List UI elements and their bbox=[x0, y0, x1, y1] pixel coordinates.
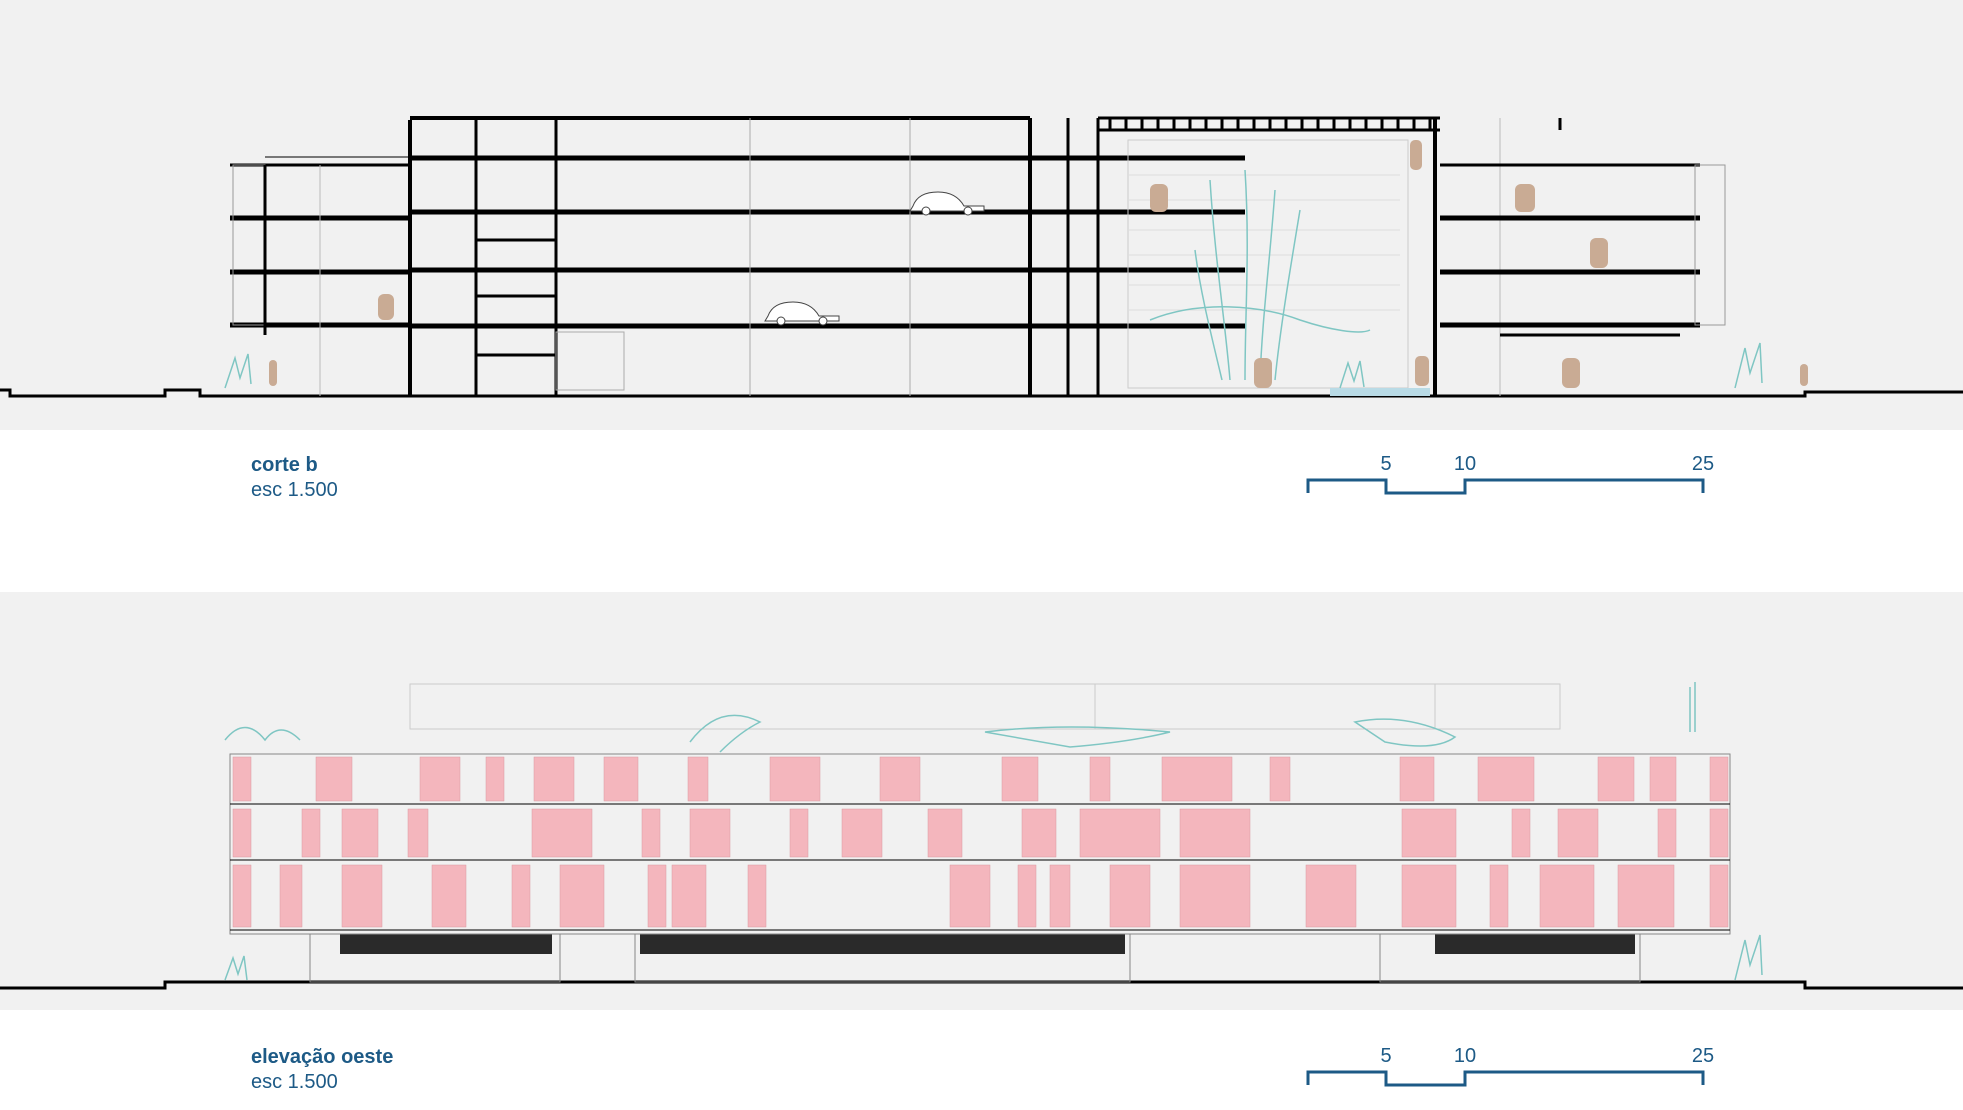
scalebar-label-5: 5 bbox=[1380, 453, 1391, 475]
vegetation bbox=[224, 342, 1763, 389]
scalebar-label-25: 25 bbox=[1692, 1045, 1714, 1067]
section-drawing bbox=[0, 116, 1963, 398]
scalebar-label-10: 10 bbox=[1454, 453, 1476, 475]
section-title: corte b bbox=[251, 454, 318, 476]
elevation-drawing bbox=[0, 682, 1963, 990]
elevation-scale: esc 1.500 bbox=[251, 1071, 338, 1093]
right-wing bbox=[1433, 118, 1726, 396]
ground-line bbox=[0, 388, 1963, 398]
section-scalebar: 5 10 25 bbox=[1306, 453, 1714, 495]
roof-vegetation bbox=[224, 682, 1696, 753]
elevation-title: elevação oeste bbox=[251, 1046, 394, 1068]
section-background bbox=[0, 0, 1963, 430]
elevation-caption: elevação oeste esc 1.500 bbox=[251, 1045, 393, 1095]
section-caption: corte b esc 1.500 bbox=[251, 453, 338, 503]
ground-floor-glazing bbox=[340, 934, 1635, 954]
scalebar-label-25: 25 bbox=[1692, 453, 1714, 475]
central-block bbox=[410, 116, 1245, 396]
section-scale: esc 1.500 bbox=[251, 479, 338, 501]
left-wing bbox=[230, 120, 412, 396]
car-icon bbox=[764, 301, 840, 326]
roof-lines bbox=[409, 683, 1561, 730]
people-figures bbox=[269, 140, 1808, 388]
shutters bbox=[232, 756, 1729, 928]
atrium bbox=[1098, 116, 1440, 396]
ground-line bbox=[0, 980, 1963, 990]
ground-floor-frames bbox=[309, 933, 1641, 983]
scalebar-label-5: 5 bbox=[1380, 1045, 1391, 1067]
elevation-scalebar: 5 10 25 bbox=[1306, 1045, 1714, 1087]
vegetation bbox=[224, 934, 1763, 981]
car-icon bbox=[909, 191, 985, 216]
scalebar-label-10: 10 bbox=[1454, 1045, 1476, 1067]
